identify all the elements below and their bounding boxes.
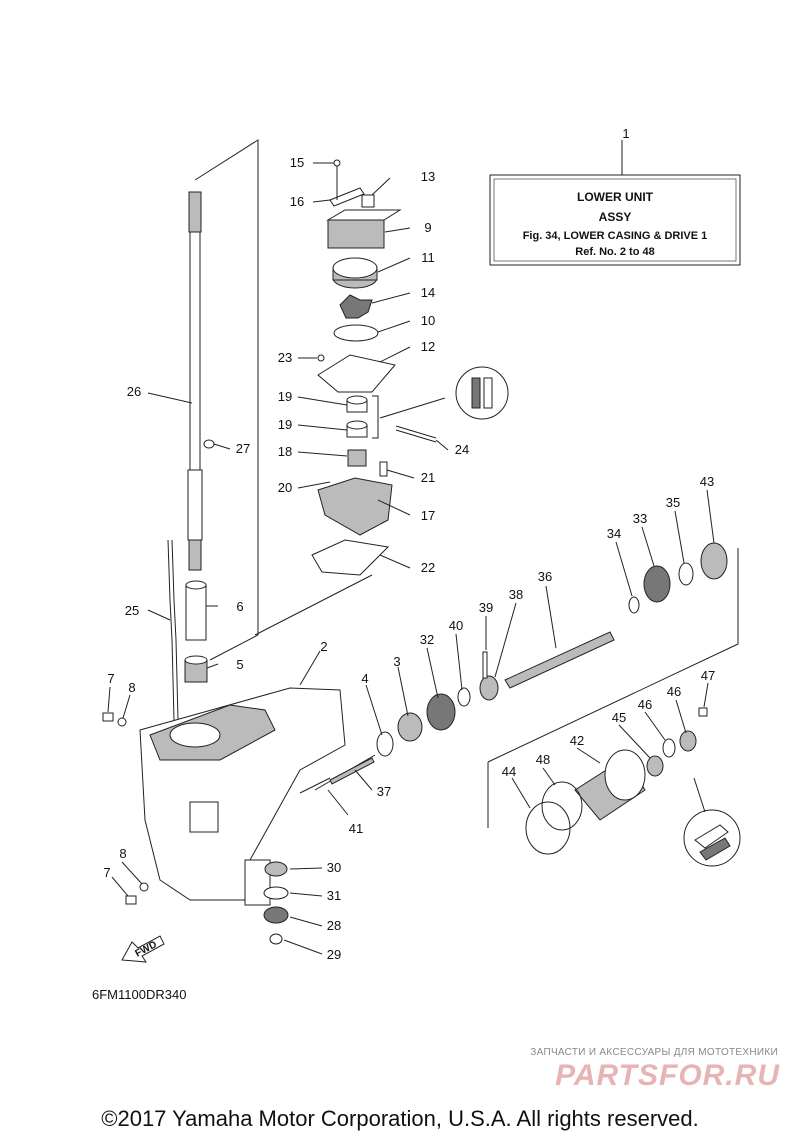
callout-4: 4 bbox=[361, 671, 368, 686]
callout-47: 47 bbox=[701, 668, 715, 683]
forward-gear-parts bbox=[299, 687, 471, 794]
callout-29: 29 bbox=[327, 947, 341, 962]
pinion-parts bbox=[263, 861, 289, 945]
callout-10: 10 bbox=[421, 313, 435, 328]
lower-unit-info-box: LOWER UNIT ASSY Fig. 34, LOWER CASING & … bbox=[489, 140, 741, 266]
callout-30: 30 bbox=[327, 860, 341, 875]
shaft-housing-parts bbox=[525, 707, 708, 855]
callout-labels: 1 2 3 4 5 6 7 8 9 10 11 12 13 14 15 16 1… bbox=[103, 126, 715, 962]
callout-31: 31 bbox=[327, 888, 341, 903]
callout-1: 1 bbox=[622, 126, 629, 141]
callout-24: 24 bbox=[455, 442, 469, 457]
diagram-code: 6FM1100DR340 bbox=[92, 987, 186, 1002]
detail-circle-top bbox=[455, 366, 509, 420]
callout-22: 22 bbox=[421, 560, 435, 575]
copyright-notice: ©2017 Yamaha Motor Corporation, U.S.A. A… bbox=[101, 1106, 698, 1131]
callout-12: 12 bbox=[421, 339, 435, 354]
callout-5: 5 bbox=[236, 657, 243, 672]
drive-shaft bbox=[187, 191, 215, 571]
callout-11: 11 bbox=[421, 250, 435, 265]
fwd-label: FWD bbox=[133, 939, 158, 959]
callout-34: 34 bbox=[607, 526, 621, 541]
callout-16: 16 bbox=[290, 194, 304, 209]
callout-8-bottom: 8 bbox=[119, 846, 126, 861]
callout-21: 21 bbox=[421, 470, 435, 485]
callout-44: 44 bbox=[502, 764, 516, 779]
info-box-ref: Ref. No. 2 to 48 bbox=[575, 246, 654, 258]
callout-17: 17 bbox=[421, 508, 435, 523]
callout-3: 3 bbox=[393, 654, 400, 669]
info-box-figure: Fig. 34, LOWER CASING & DRIVE 1 bbox=[523, 230, 708, 242]
callout-33: 33 bbox=[633, 511, 647, 526]
callout-8-top: 8 bbox=[128, 680, 135, 695]
info-box-subtitle: ASSY bbox=[599, 210, 632, 224]
watermark-brand: PARTSFOR.RU bbox=[555, 1059, 780, 1092]
info-box-title: LOWER UNIT bbox=[577, 190, 654, 204]
callout-20: 20 bbox=[278, 480, 292, 495]
callout-42: 42 bbox=[570, 733, 584, 748]
callout-32: 32 bbox=[420, 632, 434, 647]
callout-39: 39 bbox=[479, 600, 493, 615]
callout-19-top: 19 bbox=[278, 389, 292, 404]
callout-23: 23 bbox=[278, 350, 292, 365]
callout-2: 2 bbox=[320, 639, 327, 654]
callout-28: 28 bbox=[327, 918, 341, 933]
callout-36: 36 bbox=[538, 569, 552, 584]
callout-41: 41 bbox=[349, 821, 363, 836]
callout-9: 9 bbox=[424, 220, 431, 235]
detail-circle-bottom bbox=[683, 777, 741, 867]
propeller-shaft-parts bbox=[479, 542, 728, 701]
lower-casing bbox=[139, 687, 346, 906]
water-pump-parts bbox=[311, 159, 446, 576]
callout-13: 13 bbox=[421, 169, 435, 184]
callout-46-right: 46 bbox=[667, 684, 681, 699]
callout-15: 15 bbox=[290, 155, 304, 170]
bolts-left bbox=[102, 712, 149, 905]
callout-37: 37 bbox=[377, 784, 391, 799]
callout-40: 40 bbox=[449, 618, 463, 633]
callout-35: 35 bbox=[666, 495, 680, 510]
callout-14: 14 bbox=[421, 285, 435, 300]
callout-7-top: 7 bbox=[107, 671, 114, 686]
shift-rod bbox=[167, 539, 179, 721]
callout-6: 6 bbox=[236, 599, 243, 614]
callout-38: 38 bbox=[509, 587, 523, 602]
sleeve-and-bushing bbox=[184, 580, 208, 683]
callout-45: 45 bbox=[612, 710, 626, 725]
callout-19-bottom: 19 bbox=[278, 417, 292, 432]
callout-48: 48 bbox=[536, 752, 550, 767]
callout-26: 26 bbox=[127, 384, 141, 399]
watermark-tagline: ЗАПЧАСТИ И АКСЕССУАРЫ ДЛЯ МОТОТЕХНИКИ bbox=[530, 1047, 778, 1058]
callout-46-left: 46 bbox=[638, 697, 652, 712]
callout-25: 25 bbox=[125, 603, 139, 618]
leader-lines bbox=[107, 162, 715, 955]
group-bracket-lines bbox=[194, 139, 739, 828]
callout-18: 18 bbox=[278, 444, 292, 459]
callout-27: 27 bbox=[236, 441, 250, 456]
fwd-arrow-icon: FWD bbox=[121, 935, 165, 963]
watermark: ЗАПЧАСТИ И АКСЕССУАРЫ ДЛЯ МОТОТЕХНИКИ PA… bbox=[530, 1047, 780, 1092]
callout-43: 43 bbox=[700, 474, 714, 489]
callout-7-bottom: 7 bbox=[103, 865, 110, 880]
